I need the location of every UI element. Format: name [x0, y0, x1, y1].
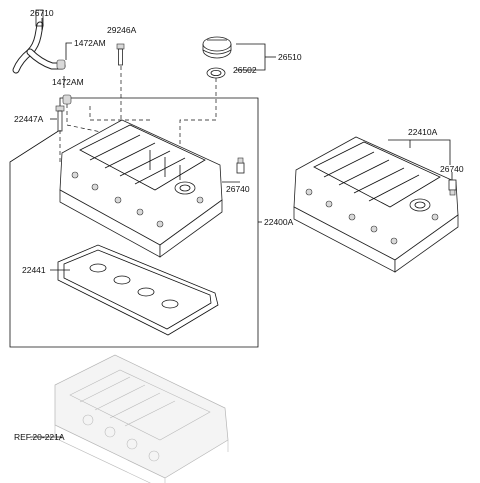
label-26740-right[interactable]: 26740 [440, 164, 464, 174]
label-22400a[interactable]: 22400A [264, 217, 294, 227]
bolt-29246a[interactable] [116, 43, 125, 66]
label-1472am-lower[interactable]: 1472AM [52, 77, 84, 87]
hose-clamp-lower[interactable] [62, 94, 72, 105]
rocker-cover-right[interactable] [293, 136, 459, 273]
cover-bolt-holes-left [71, 171, 204, 228]
cover-bolt[interactable] [55, 105, 65, 132]
hose-clamp-upper[interactable] [56, 59, 66, 70]
oil-filler-cap[interactable] [202, 36, 232, 59]
label-reference[interactable]: REF.20-221A [14, 432, 65, 442]
label-22441[interactable]: 22441 [22, 265, 46, 275]
rocker-cover-left[interactable] [59, 119, 223, 258]
label-1472am-upper[interactable]: 1472AM [74, 38, 106, 48]
label-26502[interactable]: 26502 [233, 65, 257, 75]
cover-gasket[interactable] [57, 244, 219, 336]
cover-bolt-holes-right [305, 188, 439, 245]
label-29246a[interactable]: 29246A [107, 25, 137, 35]
label-22410a[interactable]: 22410A [408, 127, 438, 137]
label-26510[interactable]: 26510 [278, 52, 302, 62]
breather-hose[interactable] [12, 9, 66, 74]
pcv-valve-left[interactable] [236, 157, 245, 174]
label-26740-left[interactable]: 26740 [226, 184, 250, 194]
label-26710[interactable]: 26710 [30, 8, 54, 18]
cylinder-head-reference [54, 354, 229, 483]
label-22447a[interactable]: 22447A [14, 114, 44, 124]
part-labels: 26710 1472AM 1472AM 29246A 26510 26502 2… [14, 8, 464, 442]
pcv-valve-right[interactable] [448, 179, 457, 196]
oil-cap-seal[interactable] [206, 67, 226, 79]
